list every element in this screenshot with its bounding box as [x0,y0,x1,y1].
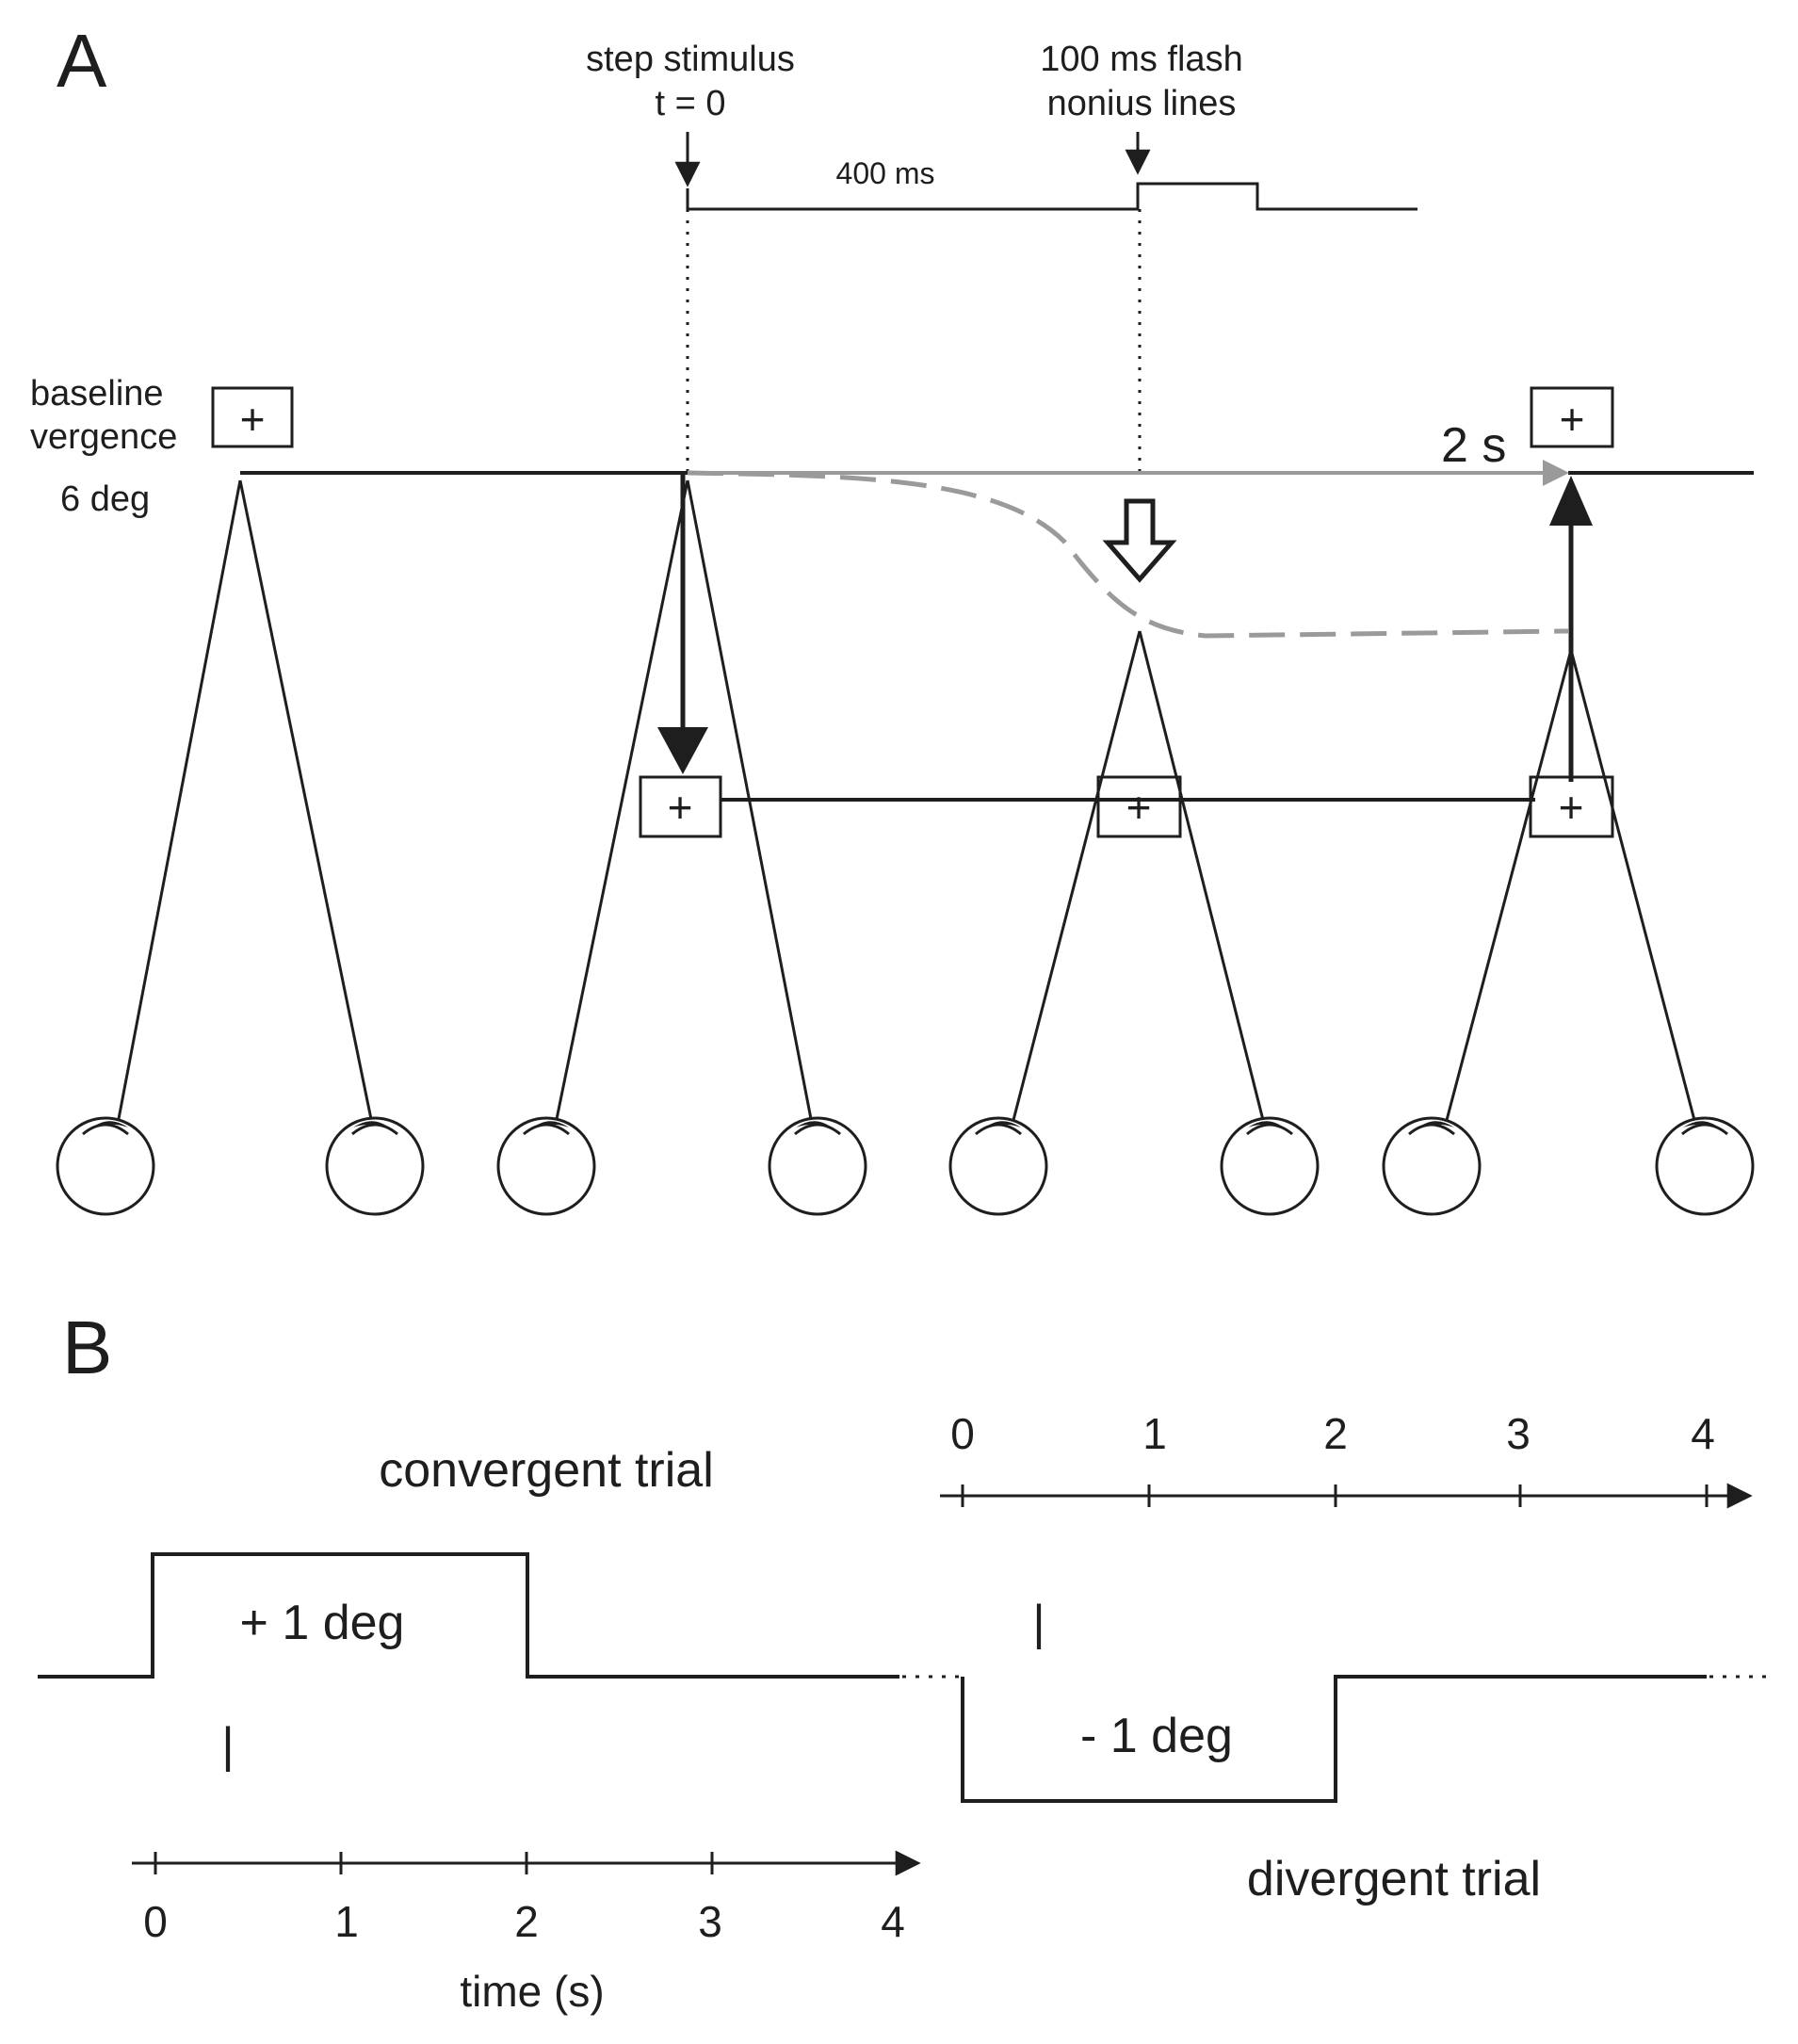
tick-label: 1 [1142,1409,1167,1458]
fixation-cross: + [240,395,266,444]
baseline-fixation-target: + [211,386,294,448]
panel-a-label: A [57,19,107,103]
time-axis-label: time (s) [460,1967,604,2016]
tick-label: 1 [334,1897,359,1946]
vergence-label: vergence [30,417,177,457]
eye-icon [1382,1116,1482,1216]
fixation-cross: + [1559,783,1584,832]
divergent-time-axis: 0 1 2 3 4 [940,1409,1753,1509]
duration-label: 2 s [1441,418,1506,473]
step-time-label: t = 0 [656,84,726,123]
panel-b: B convergent trial divergent trial + 1 d… [38,1306,1775,2016]
convergent-time-axis: 0 1 2 3 4 time (s) [132,1850,921,2016]
two-second-arrowhead [1543,460,1569,486]
baseline-value-label: 6 deg [60,479,150,519]
tick-label: 4 [881,1897,905,1946]
divergent-trial-title: divergent trial [1247,1852,1541,1906]
step-stimulus-label: step stimulus [586,40,795,79]
convergent-trial-title: convergent trial [379,1443,714,1498]
open-down-arrow [1102,498,1177,583]
near-fixation-target-3: + [1529,775,1614,838]
tick-label: 0 [143,1897,168,1946]
eye-icon [1220,1116,1320,1216]
near-fixation-target-2: + [1096,775,1182,838]
eye-icon [768,1116,867,1216]
vergence-response-curve [687,470,1569,639]
tick-label: 0 [950,1409,975,1458]
tick-label: 4 [1691,1409,1715,1458]
step-down-arrowhead [657,727,708,774]
tick-label: 2 [514,1897,539,1946]
eye-icon [325,1116,425,1216]
return-up-arrowhead [1549,476,1593,526]
near-fixation-target-1: + [639,775,722,838]
lines-of-sight [116,479,1697,1125]
eye-icon [496,1116,596,1216]
eye-icon [948,1116,1048,1216]
baseline-label: baseline [30,374,164,414]
panel-a: A step stimulus t = 0 100 ms flash noniu… [30,19,1755,1216]
eye-icon [1655,1116,1755,1216]
tick-label: 2 [1323,1409,1348,1458]
tick-label: 3 [698,1897,722,1946]
flash-label: 100 ms flash [1040,40,1242,79]
convergent-trace [38,1552,899,1679]
divergent-trace [961,1675,1707,1803]
fixation-cross: + [1126,783,1152,832]
timing-trace [686,182,1417,211]
divergent-nonius-mark: | [1032,1596,1045,1650]
panel-b-label: B [62,1306,112,1389]
fixation-cross: + [1560,395,1585,444]
convergent-step-label: + 1 deg [240,1596,405,1650]
tick-label: 3 [1506,1409,1531,1458]
convergent-nonius-mark: | [221,1718,235,1773]
nonius-label: nonius lines [1047,84,1237,123]
divergent-step-label: - 1 deg [1080,1709,1233,1763]
final-fixation-target: + [1530,386,1614,448]
interval-label: 400 ms [836,156,935,190]
eye-icon [56,1116,155,1216]
fixation-cross: + [668,783,693,832]
